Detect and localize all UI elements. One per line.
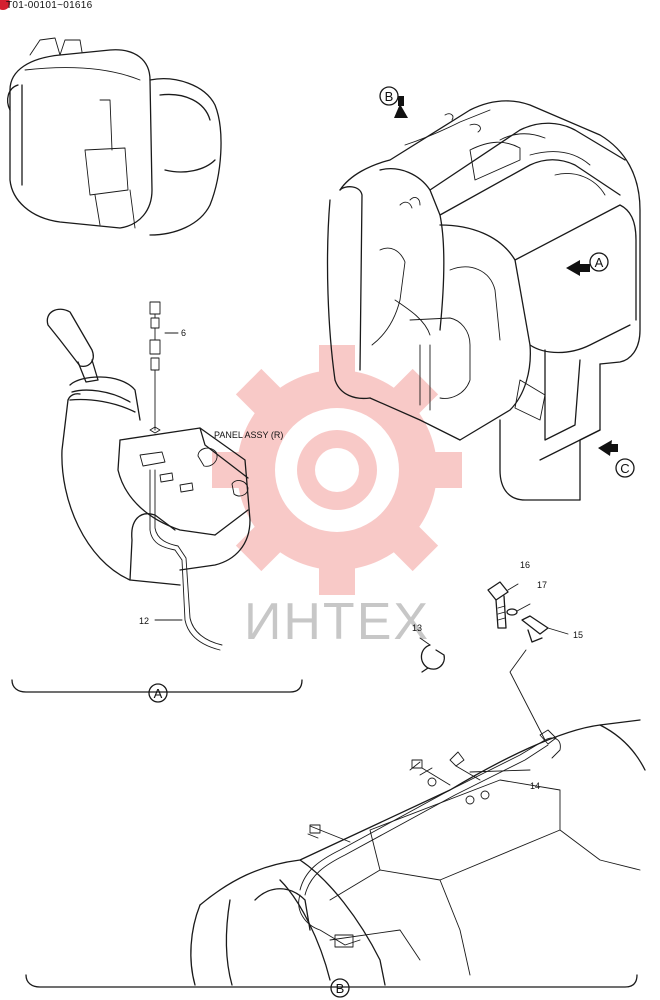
section-a-bracket: A bbox=[11, 679, 303, 703]
view-marker-b-top: B bbox=[379, 86, 399, 106]
corner-marker-icon bbox=[0, 0, 10, 10]
part-label-16: 16 bbox=[520, 560, 530, 570]
svg-text:B: B bbox=[385, 89, 394, 104]
console-panel-drawing bbox=[46, 301, 251, 651]
view-marker-c-top: C bbox=[615, 458, 635, 478]
document-code: T01-00101~01616 bbox=[6, 0, 93, 11]
svg-text:A: A bbox=[154, 686, 163, 701]
part-label-13: 13 bbox=[412, 623, 422, 633]
cab-drawing-right bbox=[326, 96, 641, 501]
svg-text:A: A bbox=[595, 255, 604, 270]
part-label-17: 17 bbox=[537, 580, 547, 590]
section-b-bracket: B bbox=[25, 974, 638, 998]
view-marker-a-top: A bbox=[589, 252, 609, 272]
roof-harness-drawing bbox=[190, 581, 646, 986]
svg-text:B: B bbox=[336, 981, 345, 996]
svg-text:C: C bbox=[620, 461, 629, 476]
part-label-15: 15 bbox=[573, 630, 583, 640]
part-label-6: 6 bbox=[181, 328, 186, 338]
part-label-14: 14 bbox=[530, 781, 540, 791]
panel-assy-label: PANEL ASSY (R) bbox=[214, 430, 283, 440]
part-label-12: 12 bbox=[139, 616, 149, 626]
thumbnail-cab-drawing bbox=[7, 37, 222, 236]
watermark-text: ИНТЕХ bbox=[244, 593, 431, 651]
